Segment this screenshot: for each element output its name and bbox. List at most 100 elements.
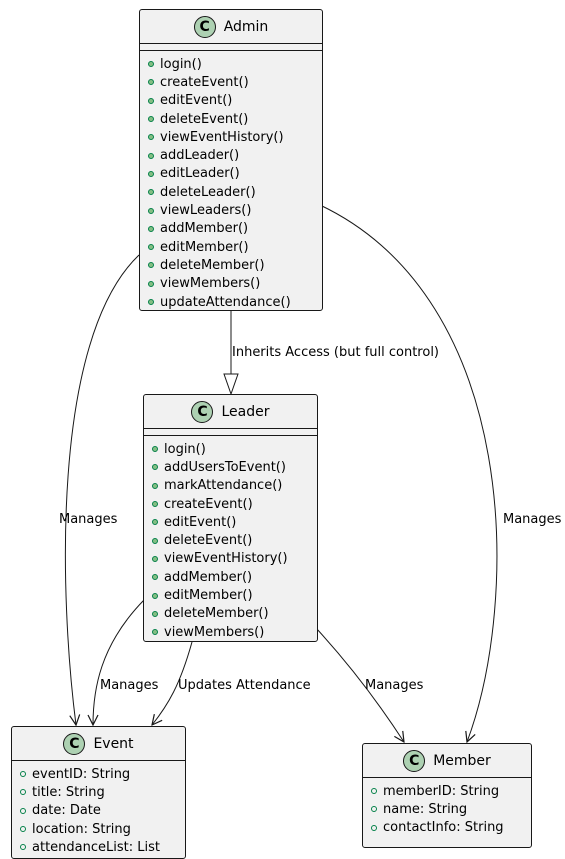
attributes-compartment [140, 44, 322, 51]
class-method: viewMembers() [152, 623, 317, 641]
public-field-icon [20, 826, 26, 833]
field-signature: name: String [383, 801, 468, 817]
class-method: login() [152, 440, 317, 458]
class-method: viewMembers() [148, 275, 322, 293]
edge-label-leader-member: Manages [365, 678, 424, 693]
edge-leader-event [93, 599, 145, 725]
public-method-icon [152, 629, 158, 636]
public-method-icon [148, 116, 154, 123]
public-method-icon [148, 152, 154, 159]
field-signature: date: Date [32, 803, 101, 819]
class-method: viewLeaders() [148, 201, 322, 219]
method-signature: login() [160, 56, 202, 72]
public-method-icon [152, 537, 158, 544]
method-signature: createEvent() [160, 74, 249, 90]
method-signature: editMember() [164, 588, 253, 604]
public-method-icon [148, 61, 154, 68]
public-method-icon [148, 79, 154, 86]
class-name: Event [93, 735, 134, 752]
inheritance-triangle [223, 373, 239, 396]
class-method: editMember() [152, 586, 317, 604]
method-signature: addMember() [160, 221, 249, 237]
public-method-icon [152, 464, 158, 471]
method-signature: deleteLeader() [160, 184, 256, 200]
public-field-icon [20, 844, 26, 851]
class-method: updateAttendance() [148, 293, 322, 311]
class-field: contactInfo: String [371, 819, 531, 837]
class-method: login() [148, 55, 322, 73]
class-field: title: String [20, 783, 185, 801]
attributes-compartment [144, 429, 317, 436]
class-field: memberID: String [371, 782, 531, 800]
class-field: name: String [371, 800, 531, 818]
class-admin: C Admin login() createEvent() editEvent() d… [139, 9, 323, 311]
edge-admin-event [64, 254, 140, 725]
public-field-icon [371, 806, 377, 813]
public-method-icon [148, 97, 154, 104]
class-header: C Admin [140, 10, 322, 44]
edge-label-leader-event: Manages [100, 678, 159, 693]
class-method: editEvent() [152, 513, 317, 531]
method-signature: viewMembers() [164, 624, 265, 640]
class-method: createEvent() [148, 73, 322, 91]
public-field-icon [20, 771, 26, 778]
method-signature: createEvent() [164, 496, 253, 512]
class-name: Admin [223, 18, 269, 35]
class-method: viewEventHistory() [148, 128, 322, 146]
class-field: date: Date [20, 802, 185, 820]
field-signature: location: String [32, 821, 131, 837]
edge-label-admin-event: Manages [59, 512, 118, 527]
public-field-icon [20, 807, 26, 814]
class-leader: C Leader login()addUsersToEvent()markAtt… [143, 394, 318, 642]
class-field: location: String [20, 820, 185, 838]
method-signature: editEvent() [164, 514, 237, 530]
class-badge-icon: C [191, 400, 214, 423]
method-signature: viewMembers() [160, 276, 261, 292]
field-signature: memberID: String [383, 783, 500, 799]
method-signature: deleteMember() [160, 257, 265, 273]
class-method: editEvent() [148, 92, 322, 110]
method-signature: addLeader() [160, 148, 240, 164]
public-method-icon [152, 446, 158, 453]
method-signature: deleteEvent() [164, 533, 253, 549]
class-method: addMember() [148, 220, 322, 238]
class-field: attendanceList: List [20, 838, 185, 856]
public-method-icon [152, 574, 158, 581]
edge-leader-member [315, 627, 404, 742]
method-signature: viewEventHistory() [164, 551, 288, 567]
methods-compartment: login()addUsersToEvent()markAttendance()… [144, 436, 317, 644]
public-method-icon [152, 555, 158, 562]
class-header: C Event [12, 727, 185, 761]
public-method-icon [152, 519, 158, 526]
class-method: addUsersToEvent() [152, 458, 317, 476]
field-signature: contactInfo: String [383, 820, 504, 836]
public-method-icon [152, 482, 158, 489]
field-signature: eventID: String [32, 766, 131, 782]
class-name: Member [433, 752, 491, 769]
method-signature: editEvent() [160, 93, 233, 109]
public-method-icon [148, 299, 154, 305]
class-method: createEvent() [152, 495, 317, 513]
method-signature: deleteEvent() [160, 111, 249, 127]
method-signature: editMember() [160, 239, 249, 255]
public-method-icon [148, 134, 154, 141]
class-badge-icon: C [403, 749, 426, 772]
class-method: deleteEvent() [152, 531, 317, 549]
class-member: C Member memberID: String name: String con… [362, 743, 532, 848]
public-method-icon [148, 225, 154, 232]
class-method: deleteMember() [148, 256, 322, 274]
class-name: Leader [221, 403, 270, 420]
public-method-icon [148, 170, 154, 177]
public-method-icon [148, 280, 154, 287]
public-method-icon [152, 610, 158, 617]
public-method-icon [148, 262, 154, 269]
public-method-icon [148, 244, 154, 251]
public-method-icon [148, 189, 154, 196]
class-header: C Member [363, 744, 531, 778]
method-signature: updateAttendance() [160, 294, 291, 310]
class-field: eventID: String [20, 765, 185, 783]
class-method: deleteMember() [152, 605, 317, 623]
